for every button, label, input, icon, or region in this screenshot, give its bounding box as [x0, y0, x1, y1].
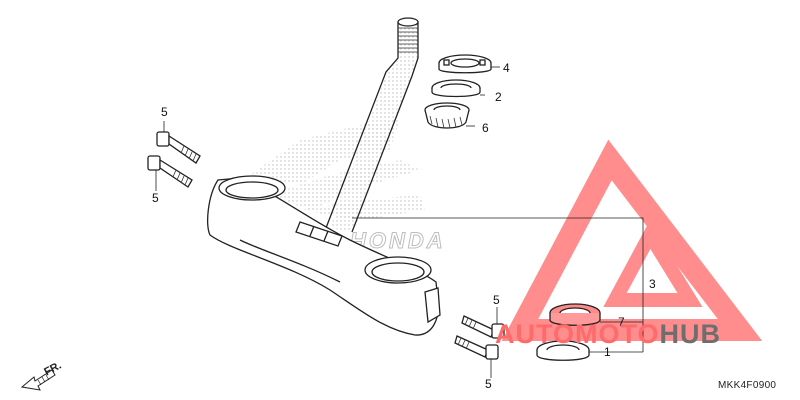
- callout-4: 4: [503, 61, 510, 75]
- diagram-code: MKK4F0900: [718, 380, 777, 391]
- watermark-part2: MOTO: [575, 319, 660, 349]
- bolt-5-lower-top: [461, 315, 505, 339]
- part-1-race: [536, 340, 590, 361]
- steering-stem: [325, 17, 419, 233]
- callout-5-lower-top: 5: [493, 293, 500, 307]
- part-7-dust-seal: [549, 303, 601, 326]
- callout-5-top: 5: [161, 105, 168, 119]
- front-direction-arrow-icon: [20, 369, 56, 391]
- part-2-washer: [431, 79, 481, 98]
- leader-lines: [155, 66, 644, 378]
- callout-3: 3: [649, 277, 656, 291]
- watermark-triangle: [501, 139, 763, 341]
- part-6-bearing: [424, 102, 470, 129]
- callout-5-mid: 5: [152, 191, 159, 205]
- lower-triple-clamp: [207, 175, 441, 336]
- part-4-locknut: [438, 54, 492, 74]
- callout-5-lower-bottom: 5: [485, 377, 492, 391]
- watermark-text: AUTOMOTOHUB: [495, 319, 721, 349]
- bolt-5-lower-bottom: [454, 335, 499, 360]
- callout-7: 7: [618, 315, 625, 329]
- watermark-part3: HUB: [659, 319, 722, 349]
- callout-2: 2: [495, 90, 502, 104]
- callout-1: 1: [604, 345, 611, 359]
- bolt-5-mid: [147, 155, 193, 188]
- bolt-5-top: [156, 131, 201, 164]
- watermark-part1: AUTO: [495, 319, 576, 349]
- callout-6: 6: [482, 121, 489, 135]
